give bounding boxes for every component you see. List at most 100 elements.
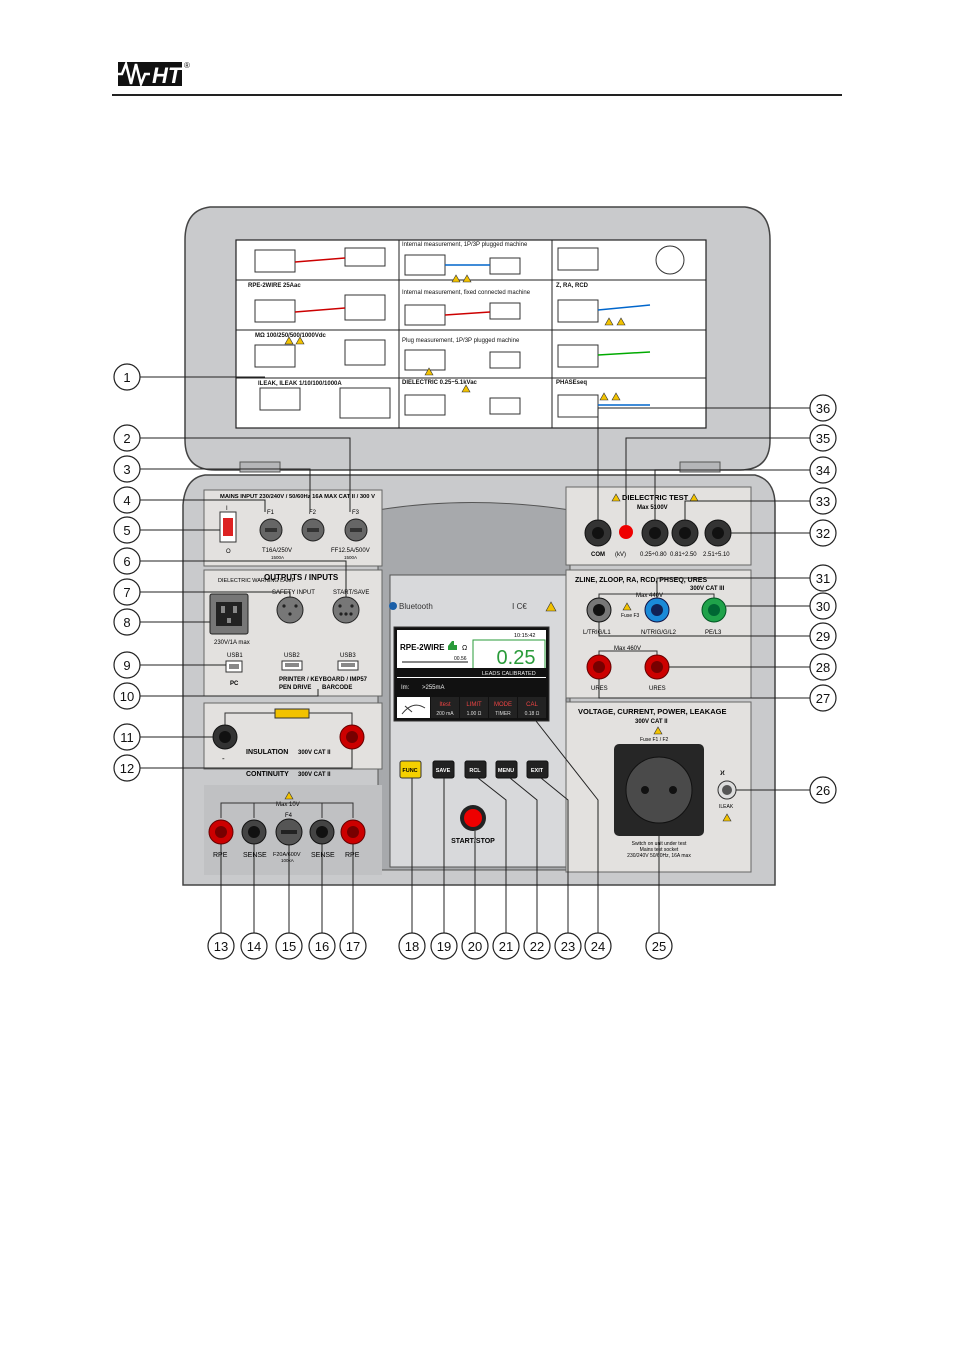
svg-text:CONTINUITY: CONTINUITY (246, 771, 289, 778)
svg-text:300V CAT II: 300V CAT II (635, 719, 668, 725)
svg-text:F2: F2 (309, 510, 317, 516)
svg-text:START/STOP: START/STOP (451, 838, 495, 845)
callout-28: 28 (816, 660, 830, 675)
svg-text:100kA: 100kA (281, 858, 294, 863)
svg-text:FF12.5A/500V: FF12.5A/500V (331, 548, 370, 554)
svg-text:Z, RA, RCD: Z, RA, RCD (556, 283, 589, 289)
svg-text:RCL: RCL (469, 768, 481, 774)
header-rule (112, 94, 842, 96)
svg-text:N/TRIG/G/L2: N/TRIG/G/L2 (641, 630, 677, 636)
svg-text:DIELECTRIC WARNING LAMP: DIELECTRIC WARNING LAMP (218, 578, 295, 584)
svg-text:230V/1A max: 230V/1A max (214, 640, 250, 646)
svg-text:Ⅰ C€: Ⅰ C€ (512, 602, 527, 611)
callout-3: 3 (123, 462, 130, 477)
svg-text:MENU: MENU (498, 768, 514, 774)
svg-text:300V CAT II: 300V CAT II (298, 772, 331, 778)
mains-panel: MAINS INPUT 230/240V / 50/60Hz 16A MAX C… (219, 494, 375, 560)
callout-numbers: 1 2 3 4 5 6 7 8 9 10 11 12 13 14 15 16 1… (113, 363, 837, 960)
callout-36: 36 (816, 401, 830, 416)
svg-text:OUTPUTS / INPUTS: OUTPUTS / INPUTS (264, 573, 339, 582)
svg-text:1500A: 1500A (271, 555, 284, 560)
keypad: FUNC SAVE RCL MENU EXIT START/STOP (399, 760, 549, 845)
callout-5: 5 (123, 523, 130, 538)
logo-mark: ® (184, 61, 190, 70)
svg-text:MAINS INPUT 230/240V / 50/60Hz: MAINS INPUT 230/240V / 50/60Hz 16A MAX C… (220, 494, 375, 500)
continuity-panel: Max 10V F4 F20A/600V 100kA RPE SENSE SEN… (208, 791, 366, 863)
svg-text:0.25÷0.80: 0.25÷0.80 (640, 552, 667, 558)
svg-text:L/TRIG/L1: L/TRIG/L1 (583, 630, 611, 636)
svg-text:ILEAK: ILEAK (719, 804, 734, 810)
svg-text:10:15:42: 10:15:42 (514, 633, 535, 639)
svg-text:COM: COM (591, 552, 605, 558)
svg-text:T16A/250V: T16A/250V (262, 548, 292, 554)
svg-text:Internal measurement, fixed co: Internal measurement, fixed connected ma… (402, 290, 531, 296)
callout-17: 17 (346, 939, 360, 954)
exit-key (526, 760, 549, 779)
svg-text:Plug measurement, 1P/3P plugge: Plug measurement, 1P/3P plugged machine (402, 338, 520, 344)
svg-text:F4: F4 (285, 813, 293, 819)
svg-text:SAFETY INPUT: SAFETY INPUT (272, 590, 315, 596)
svg-text:-: - (222, 754, 225, 763)
svg-text:USB3: USB3 (340, 653, 356, 659)
callout-32: 32 (816, 526, 830, 541)
callout-33: 33 (816, 494, 830, 509)
svg-text:LIMIT: LIMIT (466, 702, 482, 708)
svg-text:00.56: 00.56 (454, 656, 467, 662)
svg-text:F3: F3 (352, 510, 360, 516)
ht-logo: HT ® (112, 58, 202, 90)
callout-27: 27 (816, 691, 830, 706)
callout-29: 29 (816, 629, 830, 644)
svg-text:2.51÷5.10: 2.51÷5.10 (703, 552, 730, 558)
callout-12: 12 (120, 761, 134, 776)
callout-24: 24 (591, 939, 605, 954)
callout-6: 6 (123, 554, 130, 569)
svg-text:LEADS CALIBRATED: LEADS CALIBRATED (482, 671, 536, 677)
svg-text:Max 460V: Max 460V (614, 646, 641, 652)
callout-30: 30 (816, 599, 830, 614)
svg-text:Bluetooth: Bluetooth (399, 602, 433, 611)
svg-text:FUNC: FUNC (402, 768, 417, 774)
func-key (399, 760, 422, 779)
callout-16: 16 (315, 939, 329, 954)
svg-text:O: O (226, 549, 231, 555)
svg-text:ILEAK, ILEAK 1/10/100/1000A: ILEAK, ILEAK 1/10/100/1000A (258, 381, 342, 387)
svg-text:MΩ 100/250/500/1000Vdc: MΩ 100/250/500/1000Vdc (255, 333, 327, 339)
svg-text:F20A/600V: F20A/600V (273, 852, 301, 858)
callout-11: 11 (120, 730, 134, 745)
menu-key (495, 760, 518, 779)
svg-text:INSULATION: INSULATION (246, 749, 288, 756)
svg-text:USB2: USB2 (284, 653, 300, 659)
svg-text:Fuse F3: Fuse F3 (621, 613, 640, 619)
svg-text:Itest: Itest (439, 702, 451, 708)
insulation-panel: - INSULATION 300V CAT II CONTINUITY 300V… (212, 708, 365, 778)
svg-text:1500A: 1500A (344, 555, 357, 560)
svg-text:URES: URES (649, 686, 666, 692)
callout-18: 18 (405, 939, 419, 954)
callout-9: 9 (123, 658, 130, 673)
svg-text:0.18 Ω: 0.18 Ω (525, 711, 540, 717)
svg-text:START/SAVE: START/SAVE (333, 590, 369, 596)
svg-text:Internal measurement, 1P/3P pl: Internal measurement, 1P/3P plugged mach… (402, 242, 528, 248)
svg-text:PRINTER / KEYBOARD / IMP57: PRINTER / KEYBOARD / IMP57 (279, 677, 368, 683)
svg-text:VOLTAGE, CURRENT, POWER, LEAKA: VOLTAGE, CURRENT, POWER, LEAKAGE (578, 707, 726, 716)
svg-text:1.00 Ω: 1.00 Ω (467, 711, 482, 717)
svg-text:F1: F1 (267, 510, 275, 516)
svg-text:Im:: Im: (401, 685, 410, 691)
svg-text:PC: PC (230, 681, 239, 687)
callout-15: 15 (282, 939, 296, 954)
callout-23: 23 (561, 939, 575, 954)
svg-text:BARCODE: BARCODE (322, 685, 352, 691)
logo-text: HT (152, 63, 183, 88)
svg-text:SENSE: SENSE (311, 852, 335, 859)
svg-text:RPE-2WIRE: RPE-2WIRE (400, 643, 445, 652)
svg-text:USB1: USB1 (227, 653, 243, 659)
svg-text:>255mA: >255mA (422, 685, 445, 691)
callout-19: 19 (437, 939, 451, 954)
callout-35: 35 (816, 431, 830, 446)
svg-text:EXIT: EXIT (531, 768, 544, 774)
svg-text:I: I (226, 506, 228, 512)
svg-text:RPE-2WIRE 25Aac: RPE-2WIRE 25Aac (248, 283, 301, 289)
callout-13: 13 (214, 939, 228, 954)
svg-text:Ω: Ω (462, 645, 467, 652)
